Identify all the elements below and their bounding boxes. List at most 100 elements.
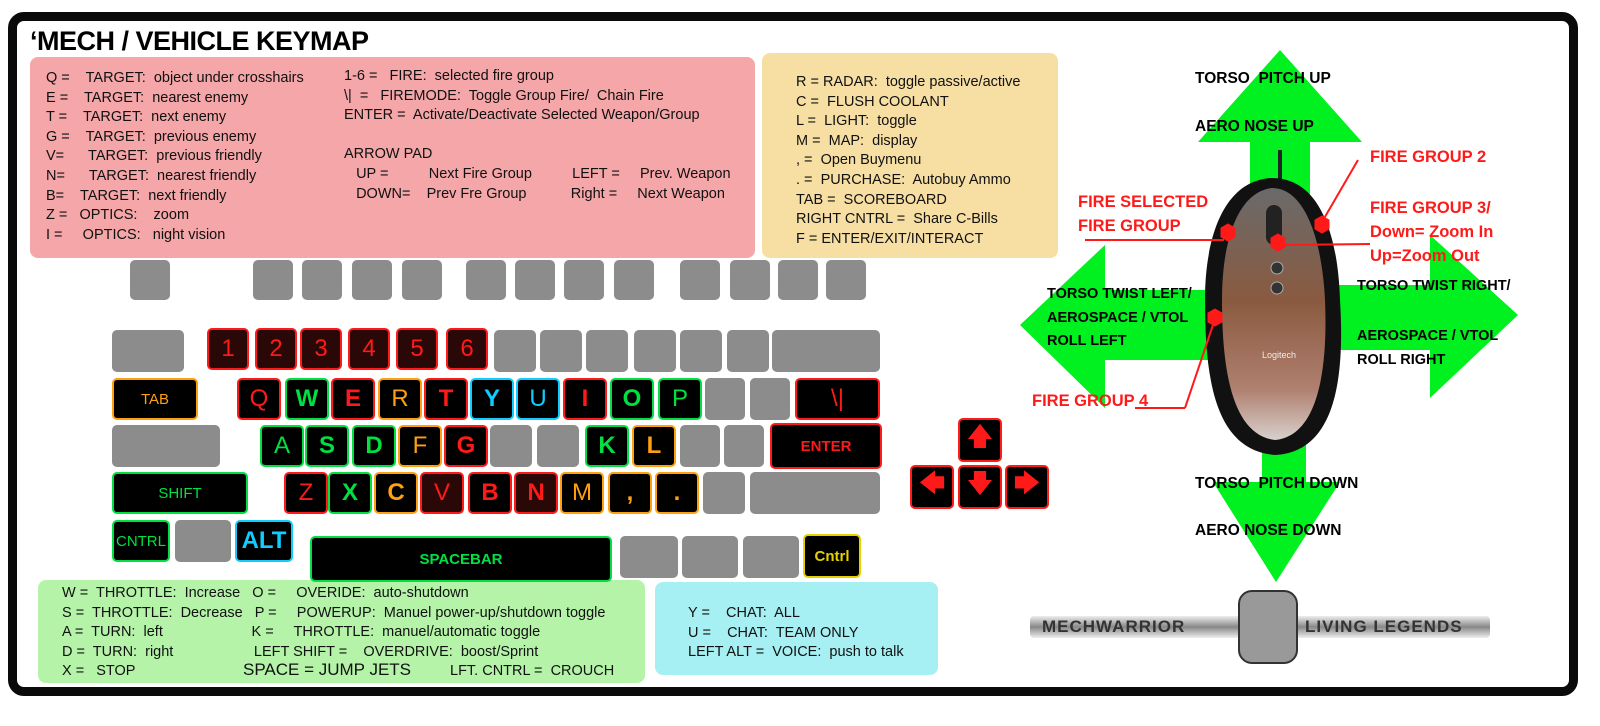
- unmapped-key[interactable]: [620, 536, 678, 578]
- key-w[interactable]: W: [285, 378, 329, 420]
- key-spacebar[interactable]: SPACEBAR: [310, 536, 612, 582]
- key-b[interactable]: B: [468, 472, 512, 514]
- key-t[interactable]: T: [424, 378, 468, 420]
- key-r[interactable]: R: [378, 378, 422, 420]
- misc-line: L = LIGHT: toggle: [796, 113, 917, 130]
- key-cntrl[interactable]: Cntrl: [803, 534, 861, 578]
- twist-right-label: TORSO TWIST RIGHT/: [1357, 278, 1511, 294]
- unmapped-key[interactable]: [743, 536, 799, 578]
- key-label: M: [572, 479, 592, 506]
- unmapped-key[interactable]: [778, 260, 818, 300]
- unmapped-key[interactable]: [175, 520, 231, 562]
- unmapped-key[interactable]: [614, 260, 654, 300]
- roll-right-label: AEROSPACE / VTOL ROLL RIGHT: [1357, 328, 1499, 368]
- unmapped-key[interactable]: [537, 425, 579, 467]
- key-q[interactable]: Q: [237, 378, 281, 420]
- key-y[interactable]: Y: [470, 378, 514, 420]
- key-z[interactable]: Z: [284, 472, 328, 514]
- key-g[interactable]: G: [444, 425, 488, 467]
- key-k[interactable]: K: [585, 425, 629, 467]
- unmapped-key[interactable]: [253, 260, 293, 300]
- key-label: D: [365, 432, 383, 459]
- unmapped-key[interactable]: [466, 260, 506, 300]
- unmapped-key[interactable]: [112, 330, 184, 372]
- unmapped-key[interactable]: [586, 330, 628, 372]
- unmapped-key[interactable]: [724, 425, 764, 467]
- key-u[interactable]: U: [516, 378, 560, 420]
- unmapped-key[interactable]: [750, 378, 790, 420]
- arrow-key-up[interactable]: 🡅: [958, 418, 1002, 462]
- logo-text-right: LIVING LEGENDS: [1305, 617, 1463, 636]
- key-a[interactable]: A: [260, 425, 304, 467]
- key-label: L: [646, 432, 662, 459]
- key-enter[interactable]: ENTER: [770, 423, 882, 469]
- fire-group-4-label: FIRE GROUP 4: [1032, 392, 1149, 410]
- arrow-up-icon: 🡅: [966, 422, 994, 452]
- key-[interactable]: \|: [795, 378, 880, 420]
- unmapped-key[interactable]: [564, 260, 604, 300]
- arrow-key-down[interactable]: 🡇: [958, 465, 1002, 509]
- key-tab[interactable]: TAB: [112, 378, 198, 420]
- key-shift[interactable]: SHIFT: [112, 472, 248, 514]
- key-2[interactable]: 2: [255, 328, 297, 370]
- unmapped-key[interactable]: [750, 472, 880, 514]
- fire-group-2-label: FIRE GROUP 2: [1370, 148, 1487, 166]
- key-3[interactable]: 3: [300, 328, 342, 370]
- logo-emblem-icon: [1238, 590, 1298, 664]
- key-cntrl[interactable]: CNTRL: [112, 520, 170, 562]
- key-e[interactable]: E: [331, 378, 375, 420]
- unmapped-key[interactable]: [727, 330, 769, 372]
- key-f[interactable]: F: [398, 425, 442, 467]
- key-n[interactable]: N: [514, 472, 558, 514]
- unmapped-key[interactable]: [705, 378, 745, 420]
- key-o[interactable]: O: [610, 378, 654, 420]
- unmapped-key[interactable]: [730, 260, 770, 300]
- key-v[interactable]: V: [420, 472, 464, 514]
- unmapped-key[interactable]: [703, 472, 745, 514]
- unmapped-key[interactable]: [680, 260, 720, 300]
- unmapped-key[interactable]: [490, 425, 532, 467]
- unmapped-key[interactable]: [112, 425, 220, 467]
- arrow-key-left[interactable]: 🡄: [910, 465, 954, 509]
- key-label: \|: [831, 385, 844, 412]
- unmapped-key[interactable]: [826, 260, 866, 300]
- key-label: 6: [460, 335, 474, 362]
- unmapped-key[interactable]: [682, 536, 738, 578]
- unmapped-key[interactable]: [540, 330, 582, 372]
- key-1[interactable]: 1: [207, 328, 249, 370]
- key-d[interactable]: D: [352, 425, 396, 467]
- arrow-key-right[interactable]: 🡆: [1005, 465, 1049, 509]
- key-m[interactable]: M: [560, 472, 604, 514]
- unmapped-key[interactable]: [680, 330, 722, 372]
- key-[interactable]: .: [655, 472, 699, 514]
- key-label: 1: [221, 335, 235, 362]
- unmapped-key[interactable]: [302, 260, 342, 300]
- key-x[interactable]: X: [328, 472, 372, 514]
- key-4[interactable]: 4: [348, 328, 390, 370]
- key-l[interactable]: L: [632, 425, 676, 467]
- misc-line: . = PURCHASE: Autobuy Ammo: [796, 171, 1011, 188]
- unmapped-key[interactable]: [515, 260, 555, 300]
- key-i[interactable]: I: [563, 378, 607, 420]
- unmapped-key[interactable]: [130, 260, 170, 300]
- crouch-text: LFT. CNTRL = CROUCH: [450, 663, 615, 679]
- key-p[interactable]: P: [658, 378, 702, 420]
- key-s[interactable]: S: [305, 425, 349, 467]
- arrow-left-icon: [1020, 245, 1210, 408]
- unmapped-key[interactable]: [680, 425, 720, 467]
- key-[interactable]: ,: [608, 472, 652, 514]
- key-label: A: [273, 432, 290, 459]
- key-6[interactable]: 6: [446, 328, 488, 370]
- unmapped-key[interactable]: [634, 330, 676, 372]
- key-alt[interactable]: ALT: [235, 520, 293, 562]
- key-5[interactable]: 5: [396, 328, 438, 370]
- unmapped-key[interactable]: [352, 260, 392, 300]
- fire-group-3-label: FIRE GROUP 3/ Down= Zoom In Up=Zoom Out: [1370, 199, 1494, 265]
- key-label: ALT: [241, 527, 287, 554]
- unmapped-key[interactable]: [494, 330, 536, 372]
- key-c[interactable]: C: [374, 472, 418, 514]
- unmapped-key[interactable]: [402, 260, 442, 300]
- key-label: C: [387, 479, 405, 506]
- unmapped-key[interactable]: [772, 330, 880, 372]
